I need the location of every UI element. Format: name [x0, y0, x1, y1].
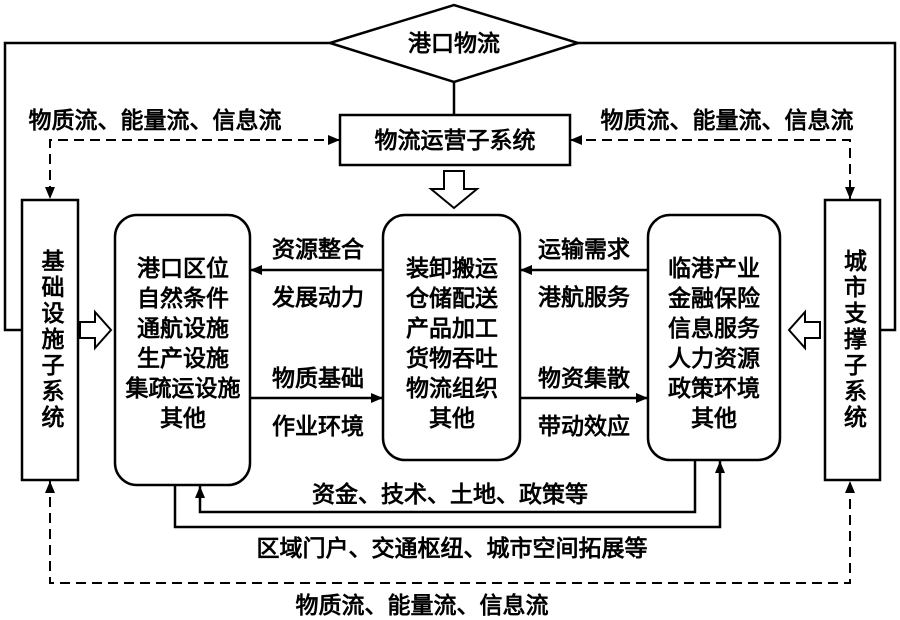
urban-item: 信息服务 — [668, 315, 761, 342]
infrastructure-item: 集疏运设施 — [125, 375, 241, 402]
link-label-driving-effect: 带动效应 — [538, 413, 630, 440]
infrastructure-content-box — [113, 213, 252, 487]
urban-content-box — [646, 213, 782, 462]
operation-item: 其他 — [429, 405, 475, 432]
urban-item: 其他 — [691, 405, 737, 432]
operation-item: 物流组织 — [406, 375, 498, 402]
hollow-arrow-down — [428, 170, 480, 210]
operation-item: 仓储配送 — [405, 285, 498, 312]
link-label-resource-integration: 资源整合 — [272, 236, 365, 263]
dashed-flow-infrastructure-urban — [45, 481, 855, 584]
connector-core-to-urban — [578, 41, 897, 332]
link-label-transport-demand: 运输需求 — [538, 236, 630, 263]
link-label-development-drive: 发展动力 — [271, 284, 364, 311]
operation-item: 装卸搬运 — [406, 255, 498, 282]
core-label: 港口物流 — [408, 30, 500, 57]
link-label-port-shipping-service: 港航服务 — [538, 284, 631, 311]
link-label-work-environment: 作业环境 — [272, 413, 364, 440]
infrastructure-item: 其他 — [160, 405, 206, 432]
operation-item: 产品加工 — [406, 315, 498, 342]
infrastructure-item: 自然条件 — [137, 285, 229, 312]
hollow-arrow-right — [79, 309, 113, 351]
inner-loop-label: 资金、技术、土地、政策等 — [312, 481, 588, 508]
urban-item: 金融保险 — [667, 285, 761, 312]
link-label-material-basis: 物质基础 — [272, 365, 364, 392]
urban-support-subsystem-label: 城市支撑子系统 — [839, 249, 867, 431]
urban-item: 临港产业 — [668, 255, 760, 282]
urban-support-subsystem-label-wrap: 城市支撑子系统 — [825, 200, 880, 480]
infrastructure-item: 通航设施 — [137, 315, 229, 342]
operation-subsystem-label: 物流运营子系统 — [375, 127, 536, 154]
dashed-flow-operation-infrastructure — [45, 135, 340, 199]
connector-core-to-infrastructure — [3, 41, 330, 332]
urban-item: 人力资源 — [668, 345, 760, 372]
outer-loop-label: 区域门户、交通枢纽、城市空间拓展等 — [257, 535, 648, 562]
urban-item: 政策环境 — [668, 375, 760, 402]
inner-loop-arrow — [195, 460, 697, 514]
infrastructure-item: 港口区位 — [137, 255, 229, 282]
infrastructure-subsystem-label: 基础设施子系统 — [37, 249, 64, 431]
infrastructure-item: 生产设施 — [137, 345, 229, 372]
outer-loop-arrow — [173, 461, 725, 529]
flows-label-bottom: 物质流、能量流、信息流 — [296, 592, 549, 619]
operation-item: 货物吞吐 — [406, 345, 498, 372]
urban-support-subsystem-box — [823, 198, 882, 482]
dashed-flow-operation-urban — [570, 135, 855, 199]
link-label-material-distribution: 物资集散 — [538, 365, 630, 392]
hollow-arrow-left — [787, 309, 821, 351]
operation-content-box — [381, 213, 522, 462]
flows-label-left: 物质流、能量流、信息流 — [29, 107, 282, 134]
infrastructure-subsystem-label-wrap: 基础设施子系统 — [22, 200, 78, 480]
infrastructure-subsystem-box — [20, 198, 80, 482]
flows-label-right: 物质流、能量流、信息流 — [601, 107, 854, 134]
